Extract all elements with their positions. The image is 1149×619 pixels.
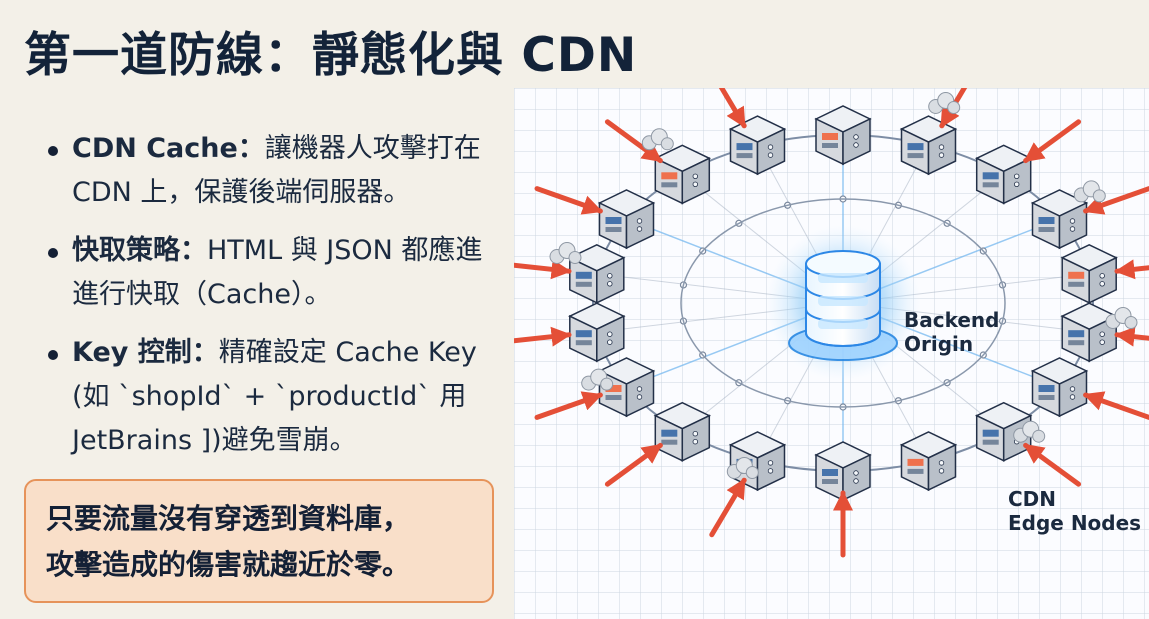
attack-arrows-layer — [514, 88, 1149, 558]
smoke-puff-icon — [928, 92, 961, 114]
bullet-separator: ： — [191, 337, 219, 368]
server-node-icon — [899, 115, 958, 176]
server-node-icon — [568, 243, 626, 304]
server-node-icon — [814, 441, 872, 502]
attack-arrow — [718, 88, 747, 129]
server-node-icon — [653, 144, 712, 205]
callout-line-2: 攻擊造成的傷害就趨近於零。 — [46, 548, 411, 581]
server-node-icon — [899, 431, 958, 492]
conclusion-callout: 只要流量沒有穿透到資料庫， 攻擊造成的傷害就趨近於零。 — [24, 479, 494, 603]
attack-arrow — [604, 442, 663, 487]
bullet-term: 快取策略 — [72, 235, 180, 266]
edge-nodes-layer — [568, 105, 1118, 502]
bullet-term: Key 控制 — [72, 337, 192, 368]
edge-label-line-1: CDN — [1008, 487, 1056, 511]
server-node-icon — [568, 302, 626, 363]
attack-arrow — [1023, 442, 1082, 487]
bullet-separator: ： — [237, 133, 265, 164]
origin-label-line-2: Origin — [904, 332, 973, 356]
smoke-puff-icon — [1073, 180, 1106, 203]
callout-line-1: 只要流量沒有穿透到資料庫， — [46, 502, 411, 535]
bullet-text: HTML 與 JSON 都應進進行快取（Cache）。 — [72, 235, 483, 310]
attack-arrow — [1114, 259, 1149, 280]
attack-arrow — [1023, 119, 1082, 164]
bullet-item-cache-strategy: 快取策略：HTML 與 JSON 都應進進行快取（Cache）。 — [44, 229, 499, 317]
bullet-item-cdn-cache: CDN Cache：讓機器人攻擊打在 CDN 上，保護後端伺服器。 — [44, 127, 499, 215]
attack-arrow — [1083, 186, 1149, 215]
server-node-icon — [974, 144, 1033, 205]
server-node-icon — [1030, 357, 1089, 418]
bullet-item-key-control: Key 控制：精確設定 Cache Key (如 `shopId` + `pro… — [44, 331, 499, 463]
bullet-separator: ： — [180, 235, 207, 266]
bullet-list: CDN Cache：讓機器人攻擊打在 CDN 上，保護後端伺服器。 快取策略：H… — [44, 127, 499, 477]
attack-arrow — [604, 119, 663, 164]
cdn-ring-svg: Backend Origin CDN Edge Nodes — [514, 88, 1149, 619]
attack-arrow — [1083, 391, 1149, 420]
bullet-term: CDN Cache — [72, 133, 238, 164]
smoke-puff-icon — [1105, 307, 1138, 329]
attack-arrow — [534, 186, 603, 215]
server-node-icon — [814, 105, 872, 166]
smoke-puff-icon — [549, 242, 582, 264]
edge-label-line-2: Edge Nodes — [1008, 511, 1141, 535]
bullet-text: 精確設定 Cache Key (如 `shopId` + `productId`… — [72, 337, 477, 456]
server-node-icon — [597, 189, 656, 250]
attack-arrow — [1114, 326, 1149, 347]
server-node-icon — [1060, 243, 1118, 304]
server-node-icon — [1060, 302, 1118, 363]
smoke-puff-icon — [641, 128, 674, 151]
attack-arrow — [534, 391, 603, 420]
attack-arrow — [939, 88, 968, 129]
server-node-icon — [653, 401, 712, 462]
database-icon — [805, 250, 881, 347]
attack-arrow — [514, 259, 572, 280]
page-title: 第一道防線：靜態化與 CDN — [24, 28, 638, 83]
server-node-icon — [1030, 189, 1089, 250]
smoke-puff-icon — [1013, 420, 1046, 443]
bullet-text: 讓機器人攻擊打在 CDN 上，保護後端伺服器。 — [72, 133, 481, 208]
inner-ring — [680, 198, 1006, 408]
server-node-icon — [974, 401, 1033, 462]
smoke-puff-icon — [581, 368, 614, 391]
attack-arrow — [514, 326, 572, 347]
cdn-ring-diagram: Backend Origin CDN Edge Nodes — [514, 88, 1149, 619]
server-node-icon — [728, 115, 787, 176]
smoke-puff-icon — [726, 457, 759, 479]
attack-arrow — [709, 477, 747, 538]
origin-label-line-1: Backend — [904, 308, 999, 332]
